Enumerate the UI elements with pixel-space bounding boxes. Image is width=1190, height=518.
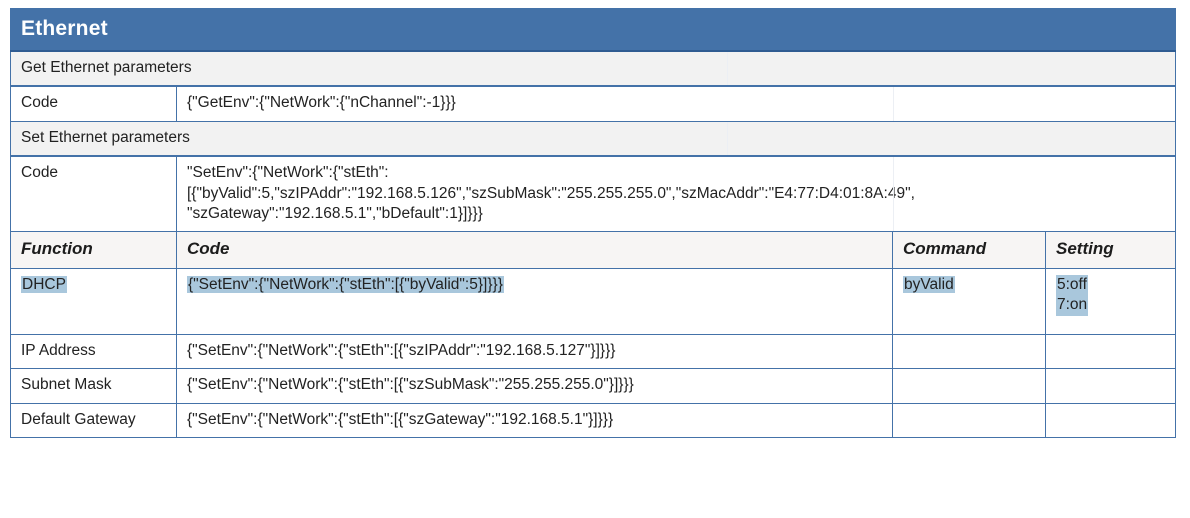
row-setting-subnet-mask	[1044, 368, 1177, 404]
row-setting-default-gateway	[1044, 402, 1177, 439]
row-setting-dhcp-line-1: 5:off	[1056, 274, 1088, 296]
row-command-ip-address	[892, 333, 1046, 370]
set-code-label: Code	[10, 155, 177, 233]
ethernet-parameters-sheet: Ethernet Get Ethernet parameters Code {"…	[9, 7, 1177, 506]
get-section-heading-row: Get Ethernet parameters	[9, 50, 1177, 88]
set-code-value: "SetEnv":{"NetWork":{"stEth": [{"byValid…	[175, 155, 1177, 233]
set-code-line-3: "szGateway":"192.168.5.1","bDefault":1}]…	[187, 204, 483, 222]
table-row: Subnet Mask {"SetEnv":{"NetWork":{"stEth…	[10, 368, 1177, 404]
get-section-heading: Get Ethernet parameters	[9, 50, 1177, 88]
table-row: Default Gateway {"SetEnv":{"NetWork":{"s…	[10, 402, 1177, 439]
row-function-default-gateway: Default Gateway	[10, 402, 177, 439]
row-code-subnet-mask: {"SetEnv":{"NetWork":{"stEth":[{"szSubMa…	[176, 368, 893, 404]
row-setting-ip-address	[1044, 333, 1177, 370]
row-code-dhcp-text: {"SetEnv":{"NetWork":{"stEth":[{"byValid…	[187, 275, 504, 293]
row-code-default-gateway: {"SetEnv":{"NetWork":{"stEth":[{"szGatew…	[176, 402, 893, 439]
row-function-subnet-mask: Subnet Mask	[10, 368, 177, 404]
row-code-ip-address: {"SetEnv":{"NetWork":{"stEth":[{"szIPAdd…	[176, 333, 893, 370]
column-header-function: Function	[10, 231, 177, 269]
set-section-heading-row: Set Ethernet parameters	[9, 120, 1177, 158]
set-code-line-1: "SetEnv":{"NetWork":{"stEth":	[187, 164, 389, 182]
row-function-ip-address: IP Address	[10, 333, 177, 370]
row-command-dhcp: byValid	[892, 267, 1046, 335]
set-code-row: Code "SetEnv":{"NetWork":{"stEth": [{"by…	[10, 155, 1177, 233]
column-header-command: Command	[892, 231, 1046, 269]
table-row: DHCP {"SetEnv":{"NetWork":{"stEth":[{"by…	[10, 267, 1177, 335]
row-function-dhcp-text: DHCP	[21, 275, 67, 293]
column-header-code: Code	[176, 231, 893, 269]
get-code-row: Code {"GetEnv":{"NetWork":{"nChannel":-1…	[10, 85, 1177, 122]
set-code-line-2: [{"byValid":5,"szIPAddr":"192.168.5.126"…	[187, 184, 915, 202]
row-code-dhcp: {"SetEnv":{"NetWork":{"stEth":[{"byValid…	[176, 267, 893, 335]
set-section-heading: Set Ethernet parameters	[9, 120, 1177, 158]
row-setting-dhcp: 5:off 7:on	[1044, 267, 1177, 335]
row-function-dhcp: DHCP	[10, 267, 177, 335]
column-header-setting: Setting	[1044, 231, 1177, 269]
title-row: Ethernet	[9, 7, 1177, 52]
get-code-label: Code	[10, 85, 177, 122]
ethernet-parameters-table: Ethernet Get Ethernet parameters Code {"…	[9, 7, 1177, 439]
grid-header-row: Function Code Command Setting	[10, 231, 1177, 269]
row-command-dhcp-text: byValid	[903, 275, 955, 293]
table-row: IP Address {"SetEnv":{"NetWork":{"stEth"…	[10, 333, 1177, 370]
row-setting-dhcp-line-2: 7:on	[1056, 295, 1089, 316]
page-title: Ethernet	[9, 7, 1177, 52]
get-code-value: {"GetEnv":{"NetWork":{"nChannel":-1}}}	[175, 85, 1177, 122]
row-command-default-gateway	[892, 402, 1046, 439]
row-command-subnet-mask	[892, 368, 1046, 404]
